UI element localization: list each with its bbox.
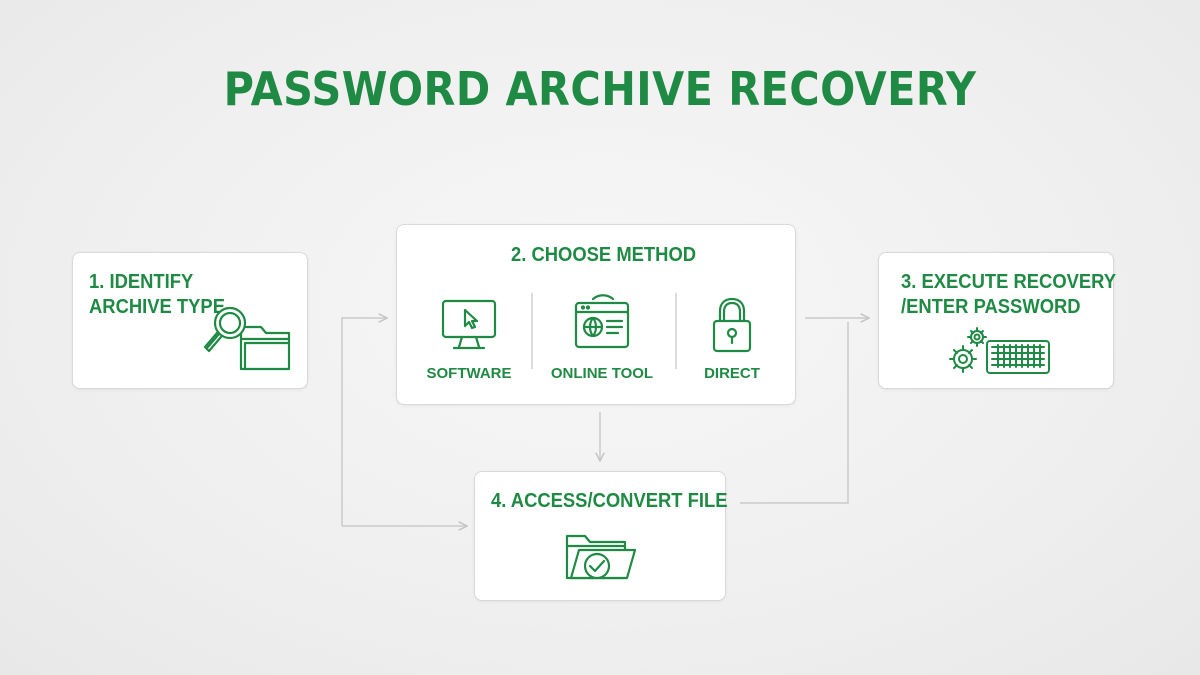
step-identify-box: 1. IDENTIFY ARCHIVE TYPE: [72, 252, 308, 389]
padlock-icon: [712, 297, 752, 353]
divider-line: [675, 293, 677, 369]
step-execute-box: 3. EXECUTE RECOVERY /ENTER PASSWORD: [878, 252, 1117, 389]
connector-to-choose-method: [341, 318, 386, 526]
option-online-tool-label: ONLINE TOOL: [550, 365, 654, 382]
monitor-cursor-icon: [441, 299, 497, 350]
step-execute-label-line1: 3. EXECUTE RECOVERY: [901, 271, 1117, 293]
option-software-label: SOFTWARE: [426, 365, 512, 382]
browser-globe-icon: [574, 294, 630, 349]
divider-line: [531, 293, 533, 369]
step-access-label: 4. ACCESS/CONVERT FILE: [491, 490, 728, 512]
step-identify-label-line2: ARCHIVE TYPE: [89, 296, 225, 318]
step-choose-method-box: 2. CHOOSE METHOD SOFTWARE ONLINE TOOL: [396, 224, 796, 405]
option-direct-label: DIRECT: [704, 365, 760, 382]
magnifier-folder-icon: [203, 306, 291, 371]
step-choose-method-label: 2. CHOOSE METHOD: [511, 244, 697, 266]
folder-check-icon: [565, 534, 637, 580]
step-access-box: 4. ACCESS/CONVERT FILE: [474, 471, 728, 601]
step-identify-label-line1: 1. IDENTIFY: [89, 271, 194, 293]
step-execute-label-line2: /ENTER PASSWORD: [901, 296, 1081, 318]
connector-access-to-execute: [740, 322, 849, 504]
gears-keyboard-icon: [949, 327, 1050, 374]
diagram-title: PASSWORD ARCHIVE RECOVERY: [223, 62, 977, 116]
